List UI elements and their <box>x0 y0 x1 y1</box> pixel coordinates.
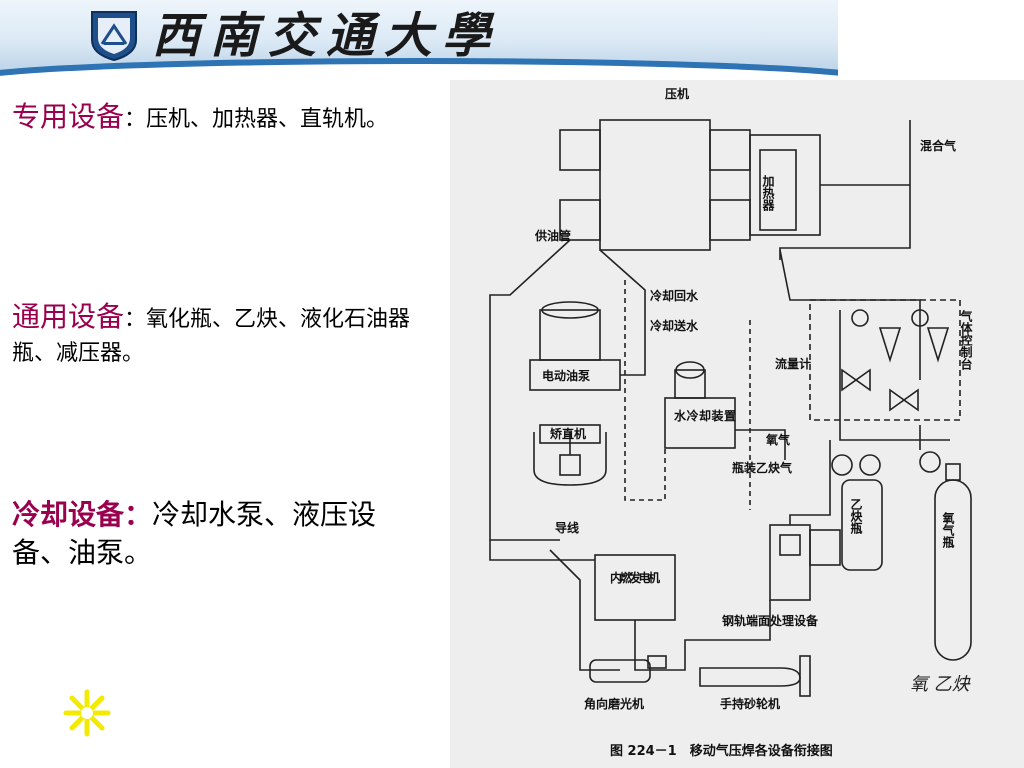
press-right-lower-block <box>709 199 751 241</box>
paragraph-general-equipment: 通用设备：氧化瓶、乙炔、液化石油器瓶、减压器。 <box>12 300 411 366</box>
flowmeter-gauge-right <box>911 309 929 327</box>
label-angle-grinder: 角向磨光机 <box>584 696 644 711</box>
label-gas-control: 气体控制台 <box>959 309 973 371</box>
keyword-general-equipment: 通用设备 <box>12 300 125 333</box>
label-acetylene-bottled: 瓶装乙炔气 <box>732 460 792 475</box>
header-banner: 西南交通大學 <box>0 0 838 76</box>
label-mixed-gas: 混合气 <box>920 138 956 153</box>
general-equipment-list: 氧化瓶、乙炔、液化石油器瓶、减压器。 <box>12 307 411 366</box>
special-equipment-list: 压机、加热器、直轨机。 <box>146 107 389 132</box>
cooling-equipment-list: 冷却水泵、液压设备、油泵。 <box>12 498 377 569</box>
gas-control-platform <box>809 299 961 421</box>
label-cooling-return: 冷却回水 <box>650 288 699 303</box>
figure-caption: 图 224－1 移动气压焊各设备衔接图 <box>610 743 833 759</box>
valve-left <box>841 368 871 392</box>
keyword-cooling-equipment: 冷却设备 <box>12 498 125 531</box>
flowmeter-gauge-left <box>851 309 869 327</box>
label-straightener: 矫直机 <box>550 426 586 441</box>
press-left-lower-block <box>559 199 601 241</box>
label-heater: 加热器 <box>761 174 775 212</box>
label-cooling-supply: 冷却送水 <box>650 318 699 333</box>
press-left-upper-block <box>559 129 601 171</box>
university-emblem-icon <box>91 11 137 62</box>
label-oxygen-cylinder: 氧气瓶 <box>941 511 955 549</box>
valve-right <box>889 388 919 412</box>
label-flowmeter: 流量计 <box>775 356 811 371</box>
university-name: 西南交通大學 <box>152 8 501 64</box>
equipment-connection-diagram: 压机 加热器 混合气 供油管 冷却回水 冷却送水 电动油泵 水冷却装置 流量计 … <box>450 80 1024 768</box>
acetylene-cylinder <box>841 479 883 571</box>
rail-end-processing-device <box>769 524 811 601</box>
label-wire: 导线 <box>555 520 579 535</box>
label-acetylene-cylinder: 乙炔瓶 <box>849 498 863 535</box>
label-press: 压机 <box>665 86 689 101</box>
heater-box <box>759 149 797 231</box>
oxygen-cylinder <box>934 479 972 661</box>
label-electric-pump: 电动油泵 <box>542 368 590 383</box>
hand-grinder <box>699 667 801 687</box>
label-oil-pipe: 供油管 <box>534 228 571 243</box>
water-cooler <box>664 397 736 449</box>
label-generator: 内燃发电机 <box>610 570 660 585</box>
label-rail-end: 钢轨端面处理设备 <box>722 613 819 628</box>
flowmeter-left <box>878 327 902 363</box>
press-body <box>599 119 711 251</box>
internal-combustion-generator <box>594 554 676 621</box>
sparkle-icon <box>63 689 111 737</box>
straightener-body <box>533 432 607 486</box>
paragraph-special-equipment: 专用设备：压机、加热器、直轨机。 <box>12 100 389 133</box>
handwritten-annotation: 氧 乙炔 <box>910 674 971 695</box>
angle-grinder <box>589 659 651 683</box>
label-hand-grinder: 手持砂轮机 <box>720 696 780 711</box>
label-oxygen: 氧气 <box>765 432 790 447</box>
paragraph-cooling-equipment: 冷却设备：冷却水泵、液压设备、油泵。 <box>12 498 377 569</box>
keyword-special-equipment: 专用设备 <box>12 100 125 133</box>
flowmeter-right <box>926 327 950 363</box>
banner-swoosh-inner <box>0 64 838 76</box>
press-right-upper-block <box>709 129 751 171</box>
label-water-cooler: 水冷却装置 <box>674 408 736 423</box>
